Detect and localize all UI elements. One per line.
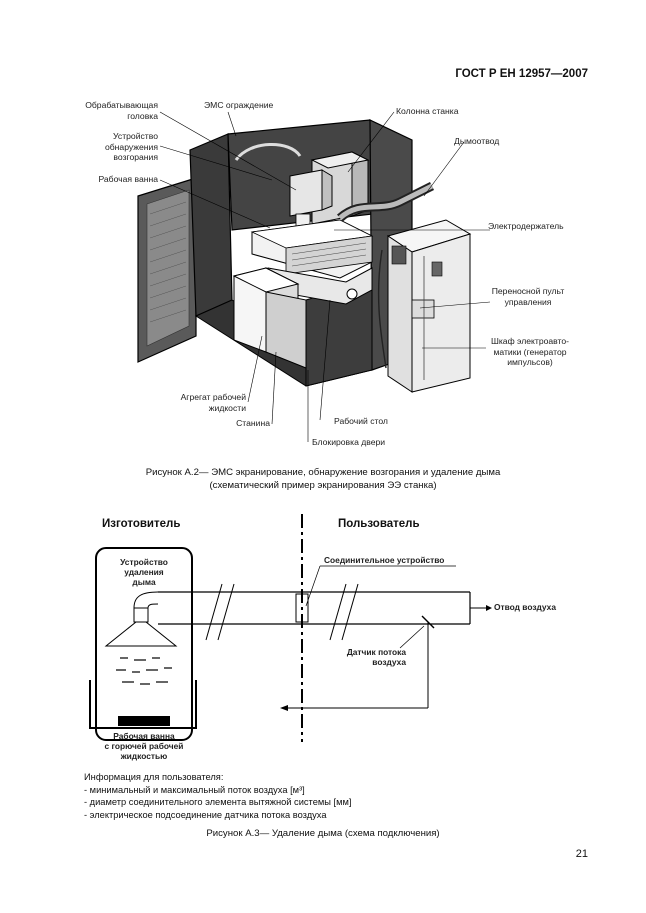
label-work-tank: Рабочая ванна: [98, 174, 158, 184]
standard-header: ГОСТ Р ЕН 12957—2007: [455, 68, 588, 80]
caption-figure-a2: Рисунок А.2— ЭМС экранирование, обнаруже…: [145, 467, 501, 491]
label-door-interlock: Блокировка двери: [312, 437, 386, 447]
label-smoke-exhaust: Дымоотвод: [454, 136, 500, 146]
manufacturer-heading: Изготовитель: [102, 518, 181, 530]
label-machine-bed: Станина: [236, 418, 270, 428]
caption-figure-a3: Рисунок А.3— Удаление дыма (схема подклю…: [206, 828, 440, 839]
user-information-block: Информация для пользователя: - минимальн…: [84, 771, 351, 821]
page-number: 21: [575, 848, 588, 860]
label-air-outlet: Отвод воздуха: [494, 602, 557, 612]
edm-machine-illustration: [137, 111, 491, 442]
info-item: - минимальный и максимальный поток возду…: [84, 784, 305, 795]
label-electrode-holder: Электродержатель: [488, 221, 564, 231]
info-title: Информация для пользователя:: [84, 772, 224, 782]
info-item: - электрическое подсоединение датчика по…: [84, 809, 327, 820]
label-connector: Соединительное устройство: [324, 555, 445, 565]
label-work-table: Рабочий стол: [334, 416, 388, 426]
user-heading: Пользователь: [338, 518, 420, 530]
info-item: - диаметр соединительного элемента вытяж…: [84, 797, 352, 808]
label-emc-enclosure: ЭМС ограждение: [204, 100, 274, 110]
label-machine-column: Колонна станка: [396, 106, 459, 116]
